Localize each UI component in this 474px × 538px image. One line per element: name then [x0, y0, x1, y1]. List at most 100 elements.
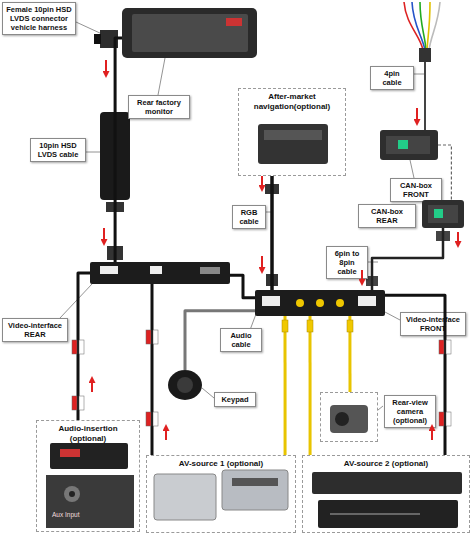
cable-connector: [78, 273, 90, 420]
device-label: Video-interface FRONT: [400, 312, 466, 336]
leader-line: [158, 58, 165, 95]
leader-line: [368, 262, 378, 263]
av-device: [318, 500, 458, 528]
wire: [412, 2, 425, 50]
cable-label: 6pin to 8pin cable: [326, 246, 368, 279]
label-text: RGB cable: [236, 208, 262, 226]
connector: [436, 231, 450, 241]
rca-plug: [79, 396, 84, 410]
video-interface: Video-interface REAR: [90, 262, 230, 284]
optional-device-group: AV-source 1 (optional): [146, 455, 296, 533]
navigation-box: [258, 124, 328, 164]
wire: [427, 2, 430, 50]
leader-line: [410, 160, 414, 178]
plug-arrow: [103, 228, 105, 244]
navigation-panel: [264, 130, 322, 140]
camera-lens: [335, 412, 349, 426]
plug-arrow: [431, 426, 433, 440]
rca-plug: [146, 412, 151, 426]
rca-plug: [153, 330, 158, 344]
group-heading: AV-source 1 (optional): [147, 456, 295, 469]
rca-plug: [72, 396, 77, 410]
av-device: [312, 472, 462, 494]
cable-module: [100, 112, 130, 200]
rca-plug: [146, 330, 151, 344]
leader-line: [86, 152, 100, 153]
cable-connector: [372, 228, 443, 290]
rca-plug: [439, 340, 444, 354]
leader-line: [202, 388, 214, 398]
optional-device-group: Audio-insertion (optional): [36, 420, 140, 532]
plug-arrow: [416, 108, 418, 124]
cable-connector: [230, 275, 255, 298]
plug-arrow: [91, 378, 93, 392]
connector: [266, 274, 278, 286]
cable-label: 4pin cable: [370, 66, 414, 90]
rca-plug: [446, 340, 451, 354]
label-text: 6pin to 8pin cable: [330, 249, 364, 276]
camera-body: [330, 405, 368, 433]
group-heading: AV-source 2 (optional): [303, 456, 469, 469]
display: [60, 449, 80, 457]
cable-label: 10pin HSD LVDS cable: [30, 138, 86, 162]
plug-arrow: [457, 232, 459, 246]
connector: [419, 48, 431, 62]
av-device: [222, 470, 288, 510]
av-device: [154, 474, 216, 520]
cable-connector: [348, 316, 351, 392]
photo-caption: Aux Input: [52, 511, 79, 518]
rca-plug: [446, 412, 451, 426]
group-heading: Audio-insertion (optional): [37, 421, 139, 443]
cable-connector: [284, 316, 287, 455]
label-text: 10pin HSD LVDS cable: [34, 141, 82, 159]
device-label: Rear factory monitor: [128, 95, 190, 119]
device-label: Keypad: [214, 392, 256, 407]
device-label: Video-interface REAR: [2, 318, 68, 342]
audio-insertion-box: [50, 443, 128, 469]
factory-monitor: Rear factory monitor: [122, 8, 257, 58]
aux-socket: [64, 486, 80, 502]
device-label: CAN-box FRONT: [390, 178, 442, 202]
leader-line: [266, 212, 271, 213]
rca-plug: [439, 412, 444, 426]
cable-label: Audio cable: [220, 328, 262, 352]
optional-device-group: AV-source 2 (optional): [302, 455, 470, 533]
leader-line: [378, 406, 383, 410]
connector: [265, 184, 279, 194]
cable-label: Female 10pin HSD LVDS connector vehicle …: [2, 2, 76, 35]
connector: [106, 202, 124, 212]
label-text: 4pin cable: [374, 69, 410, 87]
rca-plug: [307, 320, 313, 332]
leader-line: [385, 312, 400, 320]
wire: [420, 2, 426, 50]
cable-label: RGB cable: [232, 205, 266, 229]
wire: [429, 2, 440, 50]
can-box: CAN-box REAR: [422, 200, 464, 228]
connector: [107, 246, 123, 260]
plug-arrow: [261, 176, 263, 190]
leader-line: [60, 284, 92, 318]
keypad: Keypad: [168, 370, 202, 400]
cable-connector: [151, 284, 154, 455]
connector: [94, 34, 101, 44]
rca-plug: [153, 412, 158, 426]
optional-device-group: After-market navigation(optional): [238, 88, 346, 176]
plug-arrow: [105, 60, 107, 76]
device-panel: [232, 478, 278, 486]
cable: [424, 62, 426, 130]
rca-plug: [72, 340, 77, 354]
camera-box: Rear-view camera (optional): [320, 392, 378, 442]
cable-connector: [270, 176, 274, 290]
cable-connector: [309, 316, 312, 455]
rca-plug: [79, 340, 84, 354]
can-box: CAN-box FRONT: [380, 130, 438, 160]
rca-plug: [347, 320, 353, 332]
aux-socket: [69, 491, 75, 497]
plug-arrow: [165, 426, 167, 440]
leader-line: [76, 22, 102, 34]
video-interface: Video-interface FRONT: [255, 290, 385, 316]
aux-photo: [46, 475, 134, 528]
leader-line: [414, 74, 424, 75]
cable-connector: [115, 38, 122, 262]
